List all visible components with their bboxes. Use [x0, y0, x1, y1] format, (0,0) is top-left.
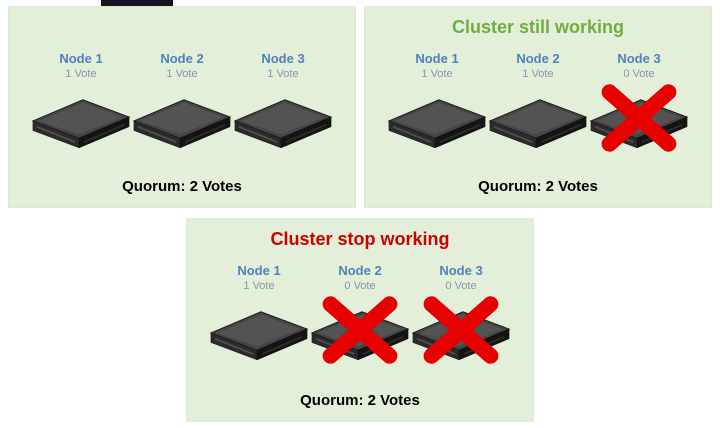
- node-vote-count: 1 Vote: [267, 68, 299, 80]
- node-1: Node 1 1 Vote: [209, 263, 309, 364]
- server-area: [31, 88, 131, 152]
- node-vote-count: 1 Vote: [166, 68, 198, 80]
- failed-cross-icon: [322, 296, 398, 364]
- node-vote-count: 1 Vote: [421, 68, 453, 80]
- node-row: Node 1 1 Vote Node 2 1 Vote Node 3 0 Vot…: [365, 51, 711, 152]
- server-area: [209, 300, 309, 364]
- node-name: Node 3: [617, 51, 661, 66]
- server-icon: [209, 310, 309, 361]
- node-vote-count: 1 Vote: [243, 280, 275, 292]
- node-name: Node 2: [338, 263, 382, 278]
- failed-cross-icon: [601, 84, 677, 152]
- quorum-label: Quorum: 2 Votes: [300, 392, 420, 409]
- node-vote-count: 1 Vote: [65, 68, 97, 80]
- node-vote-count: 1 Vote: [522, 68, 554, 80]
- server-area: [233, 88, 333, 152]
- node-3: Node 3 1 Vote: [233, 51, 333, 152]
- cropped-text-fragment: [101, 0, 173, 9]
- node-vote-count: 0 Vote: [623, 68, 655, 80]
- node-name: Node 3: [261, 51, 305, 66]
- panel-cluster-still-working: Cluster still working Node 1 1 Vote Node…: [364, 6, 712, 208]
- node-name: Node 2: [516, 51, 560, 66]
- server-area: [488, 88, 588, 152]
- node-1: Node 1 1 Vote: [387, 51, 487, 152]
- server-icon: [31, 98, 131, 149]
- failed-cross-icon: [423, 296, 499, 364]
- node-2: Node 2 0 Vote: [310, 263, 410, 364]
- panel-title: Cluster still working: [451, 17, 625, 37]
- node-vote-count: 0 Vote: [445, 280, 477, 292]
- node-3: Node 3 0 Vote: [411, 263, 511, 364]
- node-name: Node 1: [415, 51, 459, 66]
- server-area: [310, 296, 410, 364]
- node-2: Node 2 1 Vote: [132, 51, 232, 152]
- server-icon: [233, 98, 333, 149]
- panel-title: Cluster stop working: [270, 229, 450, 249]
- server-icon: [387, 98, 487, 149]
- node-name: Node 2: [160, 51, 204, 66]
- node-name: Node 3: [439, 263, 483, 278]
- node-vote-count: 0 Vote: [344, 280, 376, 292]
- node-row: Node 1 1 Vote Node 2 1 Vote Node 3 1 Vot…: [9, 51, 355, 152]
- quorum-label: Quorum: 2 Votes: [478, 178, 598, 195]
- node-2: Node 2 1 Vote: [488, 51, 588, 152]
- panel-title: [9, 7, 355, 39]
- node-3: Node 3 0 Vote: [589, 51, 689, 152]
- server-area: [411, 296, 511, 364]
- server-icon: [132, 98, 232, 149]
- node-1: Node 1 1 Vote: [31, 51, 131, 152]
- quorum-label: Quorum: 2 Votes: [122, 178, 242, 195]
- server-icon: [488, 98, 588, 149]
- server-area: [589, 84, 689, 152]
- server-area: [132, 88, 232, 152]
- panel-all-nodes-working: Node 1 1 Vote Node 2 1 Vote Node 3 1 Vot…: [8, 6, 356, 208]
- node-row: Node 1 1 Vote Node 2 0 Vote Node 3 0 Vot…: [187, 263, 533, 364]
- node-name: Node 1: [59, 51, 103, 66]
- server-area: [387, 88, 487, 152]
- node-name: Node 1: [237, 263, 281, 278]
- panel-cluster-stop-working: Cluster stop working Node 1 1 Vote Node …: [186, 218, 534, 422]
